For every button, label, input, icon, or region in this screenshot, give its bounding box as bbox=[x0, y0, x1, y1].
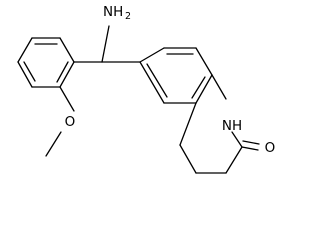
amine-label-subscript: 2 bbox=[125, 11, 131, 22]
bond bbox=[139, 61, 165, 104]
bond bbox=[195, 74, 213, 104]
quinolinone-benzene-ring bbox=[139, 47, 213, 104]
structure-diagram: NH 2 O NH O bbox=[17, 4, 276, 174]
carbonyl-oxygen-label: O bbox=[265, 140, 276, 156]
bond bbox=[17, 61, 33, 88]
bond bbox=[195, 47, 213, 76]
bond-ch-to-amine bbox=[101, 25, 110, 63]
bond-ch2-to-ring bbox=[179, 144, 197, 174]
bond bbox=[17, 37, 33, 63]
bond-carbonyl-double bbox=[242, 140, 260, 145]
bond bbox=[59, 37, 75, 63]
bond bbox=[59, 61, 75, 88]
bond-double-inner bbox=[23, 61, 36, 82]
methoxyphenyl-ring bbox=[17, 37, 75, 88]
bond-double-inner bbox=[146, 63, 168, 98]
bond bbox=[139, 47, 165, 63]
bond-ch2-to-ring bbox=[179, 102, 197, 146]
bond-carbonyl-double bbox=[241, 146, 259, 151]
bond-carbonyl-c-to-ch2 bbox=[225, 146, 243, 174]
bond-ring-to-nh bbox=[211, 74, 227, 100]
amine-label: NH bbox=[103, 4, 123, 20]
bond-nh-to-carbonyl-c bbox=[231, 131, 243, 148]
lactam-ring bbox=[179, 74, 243, 174]
bond-double-inner bbox=[191, 76, 206, 99]
molecule-drawing: NH 2 O NH O bbox=[17, 4, 276, 174]
bond-ring-to-ether-o bbox=[59, 86, 75, 112]
bond-double-inner bbox=[56, 61, 69, 83]
ether-oxygen-label: O bbox=[65, 114, 76, 130]
bond-ether-o-to-methyl bbox=[45, 131, 62, 157]
lactam-nh-label: NH bbox=[222, 118, 242, 134]
